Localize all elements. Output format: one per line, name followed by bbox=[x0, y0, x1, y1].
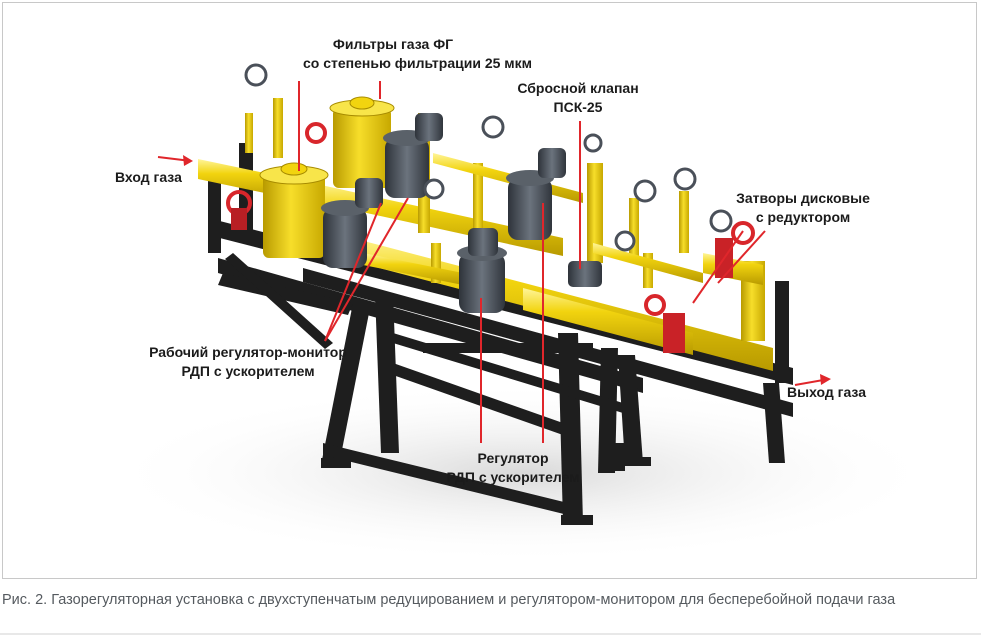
regulator-label: Регулятор РДП с ускорителем bbox=[443, 449, 583, 487]
outlet-label: Выход газа bbox=[787, 384, 866, 400]
bottom-divider bbox=[0, 633, 981, 635]
disc-valves-label-line2: с редуктором bbox=[755, 209, 851, 225]
figure-frame: Фильтры газа ФГ со степенью фильтрации 2… bbox=[2, 2, 977, 579]
monitor-regulator-label-line2: РДП с ускорителем bbox=[181, 363, 315, 379]
monitor-regulator-label: Рабочий регулятор-монитор РДП с ускорите… bbox=[143, 343, 353, 381]
gas-filters bbox=[259, 96, 395, 258]
regulator-label-line1: Регулятор bbox=[477, 450, 549, 466]
floor-shadow bbox=[103, 383, 943, 563]
disc-valves-label: Затворы дисковые с редуктором bbox=[735, 189, 871, 227]
regulator-label-line2: РДП с ускорителем bbox=[446, 469, 580, 485]
inlet-label: Вход газа bbox=[115, 169, 182, 185]
gas-regulators bbox=[321, 113, 602, 313]
relief-valve-label-line1: Сбросной клапан bbox=[517, 80, 639, 96]
relief-valve-label-line2: ПСК-25 bbox=[553, 99, 603, 115]
filters-label-line1: Фильтры газа ФГ bbox=[332, 36, 454, 52]
filters-label: Фильтры газа ФГ со степенью фильтрации 2… bbox=[303, 35, 533, 73]
relief-valve-label: Сбросной клапан ПСК-25 bbox=[513, 79, 643, 117]
arrowheads bbox=[183, 155, 831, 385]
figure-caption: Рис. 2. Газорегуляторная установка с дву… bbox=[2, 592, 896, 608]
pressure-gauges bbox=[244, 63, 733, 252]
monitor-regulator-label-line1: Рабочий регулятор-монитор bbox=[149, 344, 347, 360]
gas-regulator-illustration bbox=[103, 63, 943, 563]
disc-valves-label-line1: Затворы дисковые bbox=[736, 190, 870, 206]
leader-lines bbox=[157, 81, 830, 443]
filters-label-line2: со степенью фильтрации 25 мкм bbox=[303, 55, 533, 71]
disc-valves bbox=[226, 122, 755, 353]
